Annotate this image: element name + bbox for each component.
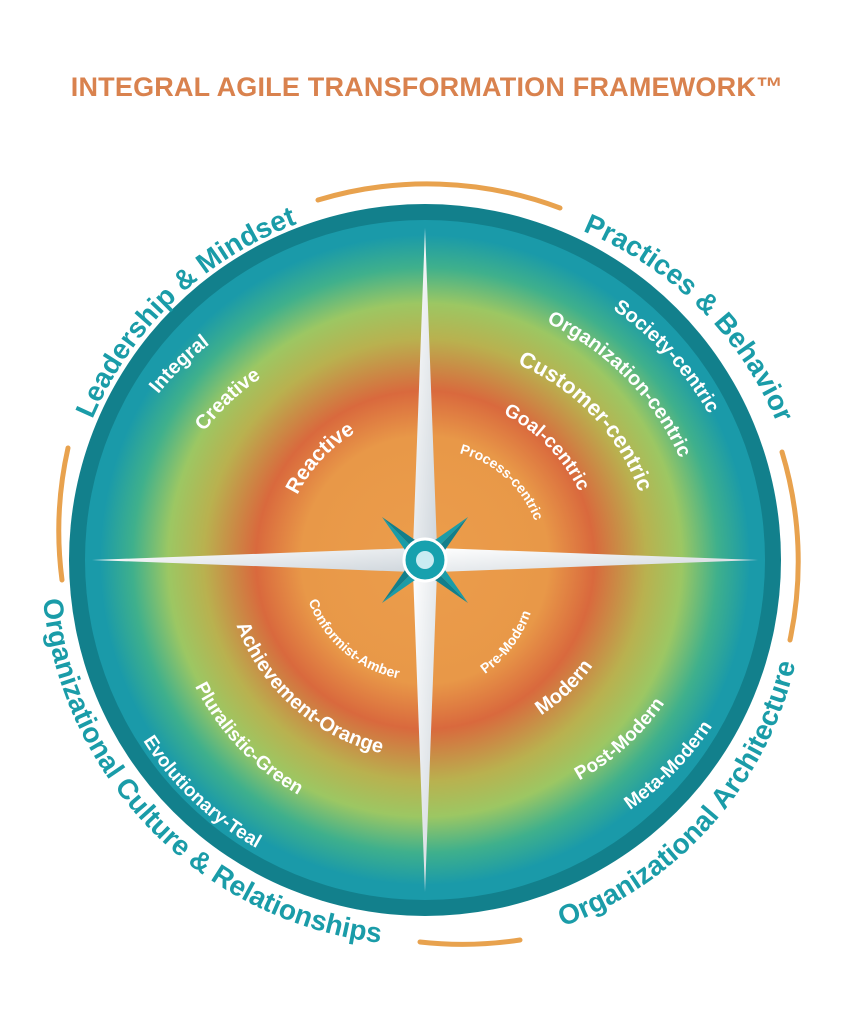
page-title: INTEGRAL AGILE TRANSFORMATION FRAMEWORK™ (70, 72, 784, 102)
arc-left (56, 445, 71, 583)
arc-bottom (417, 937, 523, 947)
compass-rays (92, 228, 758, 892)
ray-west (92, 548, 425, 572)
outer-arcs (56, 181, 801, 947)
ray-north (413, 228, 437, 560)
ray-south (413, 560, 437, 892)
arc-top (315, 181, 563, 211)
ray-east (425, 548, 758, 572)
compass-star-icon (382, 517, 468, 603)
arc-right (779, 449, 801, 643)
